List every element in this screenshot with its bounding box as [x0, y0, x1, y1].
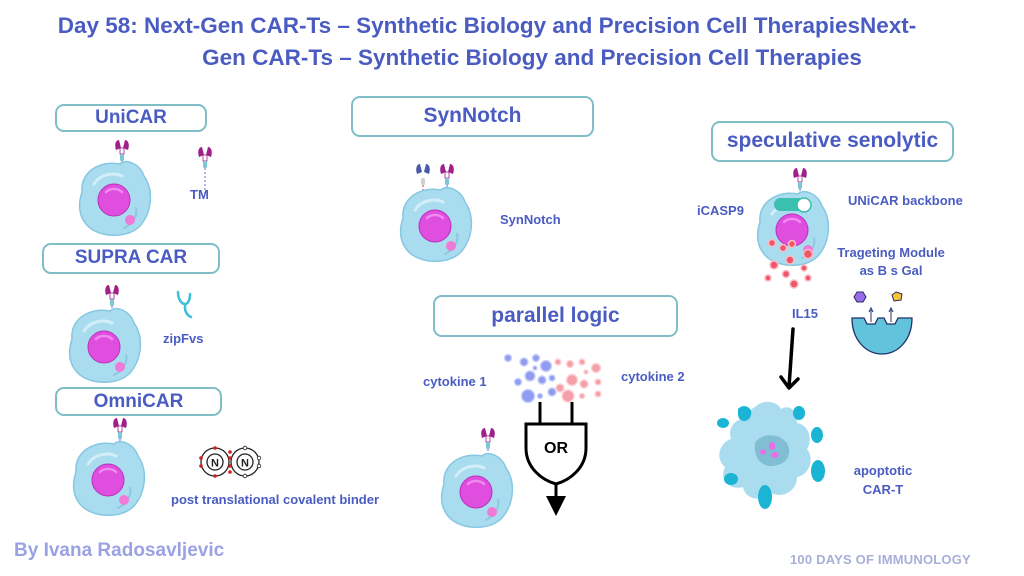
- apoptotic-label-line-2: CAR-T: [862, 482, 904, 497]
- page-title: Day 58: Next-Gen CAR-Ts – Synthetic Biol…: [0, 10, 1024, 74]
- down-arrow-icon: [779, 327, 800, 390]
- apoptotic-label-line-1: apoptotic: [853, 463, 913, 478]
- targeting-module-label-line-1: Trageting Module: [837, 245, 945, 260]
- supra-car-heading-box: SUPRA CAR: [42, 243, 220, 274]
- author-credit: By Ivana Radosavljevic: [14, 540, 225, 561]
- parallel-logic-heading-box: parallel logic: [433, 295, 678, 337]
- series-credit: 100 DAYS OF IMMUNOLOGY: [790, 552, 971, 567]
- speculative-senolytic-heading: speculative senolytic: [726, 129, 939, 152]
- page-title-line-2: Gen CAR-Ts – Synthetic Biology and Preci…: [202, 45, 862, 70]
- tm-label: TM: [190, 187, 209, 202]
- parallel-logic-heading: parallel logic: [491, 304, 620, 327]
- enzyme-icon: [851, 291, 913, 355]
- unicar-heading: UniCAR: [95, 107, 167, 128]
- supra-car-heading: SUPRA CAR: [74, 247, 188, 268]
- targeting-module-label-line-2: as B s Gal: [859, 263, 923, 278]
- unicar-tcell-icon: [78, 139, 152, 237]
- icasp9-label: iCASP9: [697, 203, 744, 218]
- synnotch-tcell-icon: [399, 163, 473, 263]
- omnicar-tcell-icon: [72, 417, 146, 517]
- supra-car-tcell-icon: [68, 284, 142, 384]
- zipfvs-label: zipFvs: [163, 331, 204, 346]
- zipfv-icon: [176, 290, 193, 319]
- apoptotic-cell-icon: [717, 401, 825, 509]
- synnotch-heading-box: SynNotch: [351, 96, 594, 137]
- speculative-senolytic-heading-box: speculative senolytic: [711, 121, 954, 162]
- atom-symbol-left: N: [211, 458, 219, 470]
- covalent-bond-icon: N N: [199, 445, 262, 479]
- synnotch-label: SynNotch: [500, 212, 561, 227]
- omnicar-heading: OmniCAR: [93, 391, 184, 412]
- page-title-line-1: Day 58: Next-Gen CAR-Ts – Synthetic Biol…: [57, 13, 917, 38]
- atom-symbol-right: N: [241, 458, 249, 470]
- cytokine-2-label: cytokine 2: [621, 369, 685, 384]
- cytokine-1-label: cytokine 1: [423, 374, 487, 389]
- cytokine-cloud-icon: [503, 353, 602, 404]
- covalent-binder-label: post translational covalent binder: [171, 492, 380, 507]
- synnotch-heading: SynNotch: [423, 104, 522, 127]
- unicar-heading-box: UniCAR: [55, 104, 207, 132]
- unicar-backbone-label: UNiCAR backbone: [848, 193, 963, 208]
- apoptotic-car-t-label: apoptotic CAR-T: [848, 463, 918, 497]
- or-gate-icon: OR: [524, 402, 588, 516]
- il15-label: IL15: [792, 306, 819, 321]
- targeting-module-label: Trageting Module as B s Gal: [836, 245, 946, 278]
- omnicar-heading-box: OmniCAR: [55, 387, 222, 416]
- or-gate-label: OR: [544, 440, 568, 457]
- parallel-logic-tcell-icon: [440, 427, 514, 529]
- senolytic-tcell-icon: [756, 167, 830, 289]
- targeting-module-icon: [197, 146, 213, 194]
